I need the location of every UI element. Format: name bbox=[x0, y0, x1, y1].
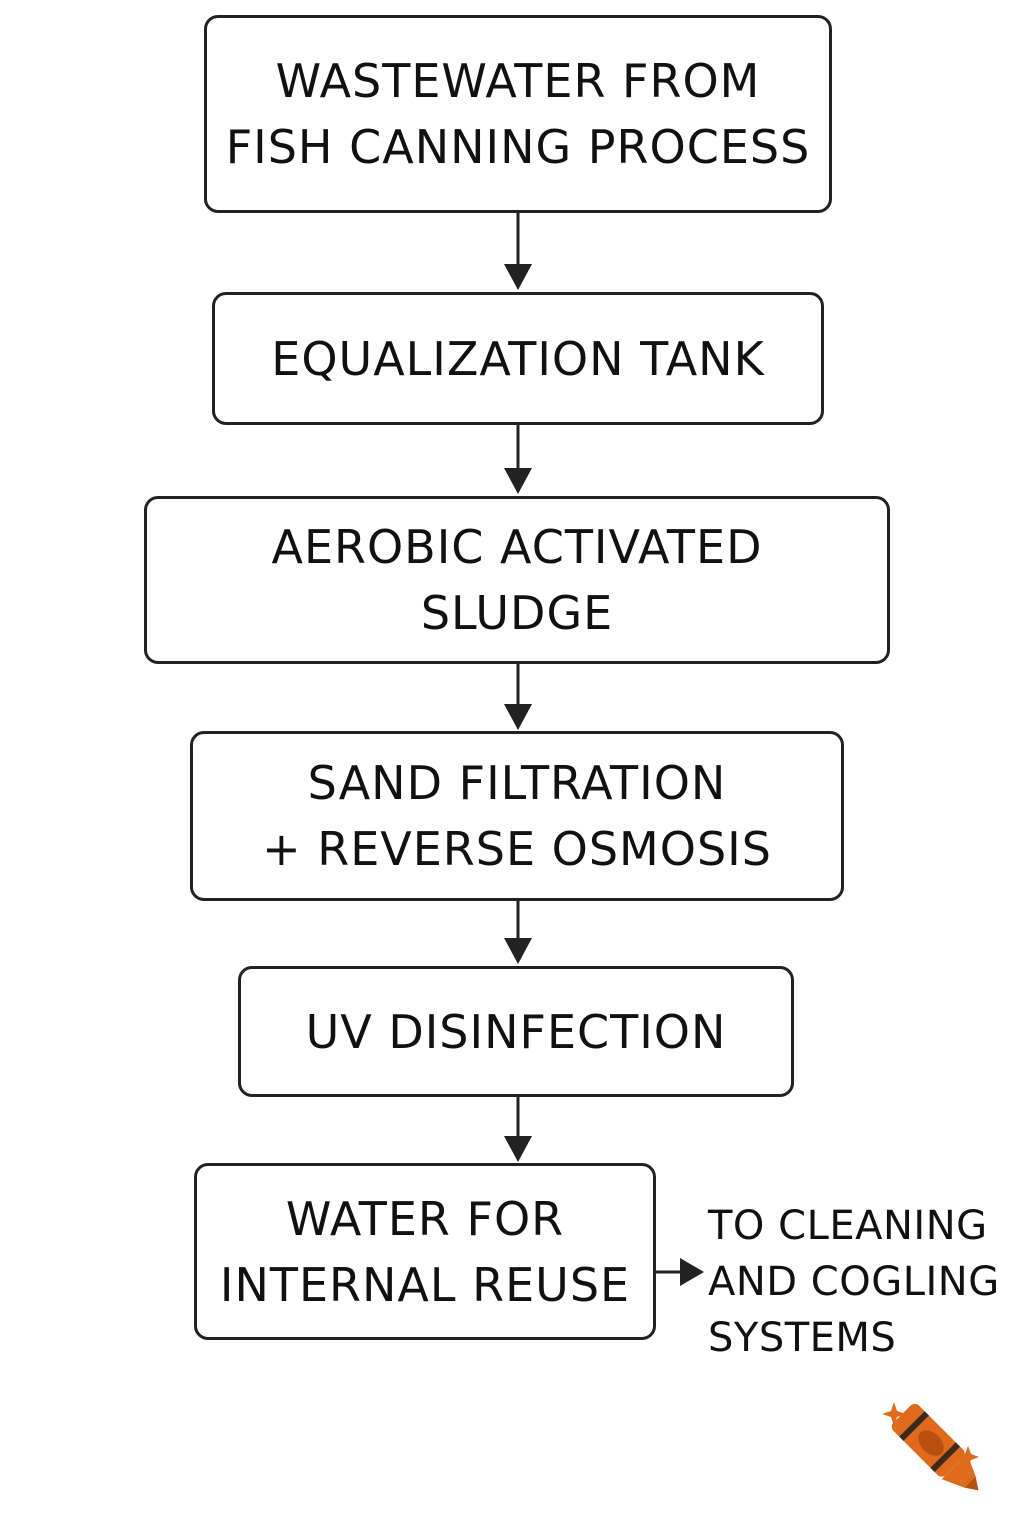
output-destination-label: TO CLEANING AND COGLING SYSTEMS bbox=[708, 1198, 1008, 1366]
step-label: SLUDGE bbox=[420, 586, 614, 640]
step-label: SAND FILTRATION bbox=[307, 756, 727, 810]
step-label: + REVERSE OSMOSIS bbox=[262, 822, 772, 876]
output-label-line: SYSTEMS bbox=[708, 1315, 897, 1361]
output-label-line: TO CLEANING bbox=[708, 1203, 988, 1249]
step-wastewater-source: WASTEWATER FROM FISH CANNING PROCESS bbox=[204, 15, 832, 213]
sparkle-icon bbox=[882, 1402, 906, 1426]
step-label: INTERNAL REUSE bbox=[219, 1257, 631, 1312]
step-label: WASTEWATER FROM bbox=[275, 54, 761, 108]
step-label: WATER FOR bbox=[285, 1191, 565, 1246]
arrow-3-head bbox=[504, 704, 532, 730]
step-label: FISH CANNING PROCESS bbox=[225, 120, 811, 174]
step-water-internal-reuse: WATER FOR INTERNAL REUSE bbox=[194, 1163, 656, 1340]
step-label: EQUALIZATION TANK bbox=[271, 331, 765, 386]
step-label: UV DISINFECTION bbox=[305, 1004, 727, 1059]
step-aerobic-activated-sludge: AEROBIC ACTIVATED SLUDGE bbox=[144, 496, 890, 664]
output-label-line: AND COGLING bbox=[708, 1259, 1000, 1305]
step-uv-disinfection: UV DISINFECTION bbox=[238, 966, 794, 1097]
arrow-output-head bbox=[680, 1258, 704, 1286]
step-sand-filtration-ro: SAND FILTRATION + REVERSE OSMOSIS bbox=[190, 731, 844, 901]
arrow-5-head bbox=[504, 1136, 532, 1162]
step-equalization-tank: EQUALIZATION TANK bbox=[212, 292, 824, 425]
arrow-4-head bbox=[504, 938, 532, 964]
step-label: AEROBIC ACTIVATED bbox=[271, 520, 763, 574]
arrow-2-head bbox=[504, 468, 532, 494]
arrow-1-head bbox=[504, 264, 532, 290]
crayon-logo-icon bbox=[882, 1402, 979, 1491]
